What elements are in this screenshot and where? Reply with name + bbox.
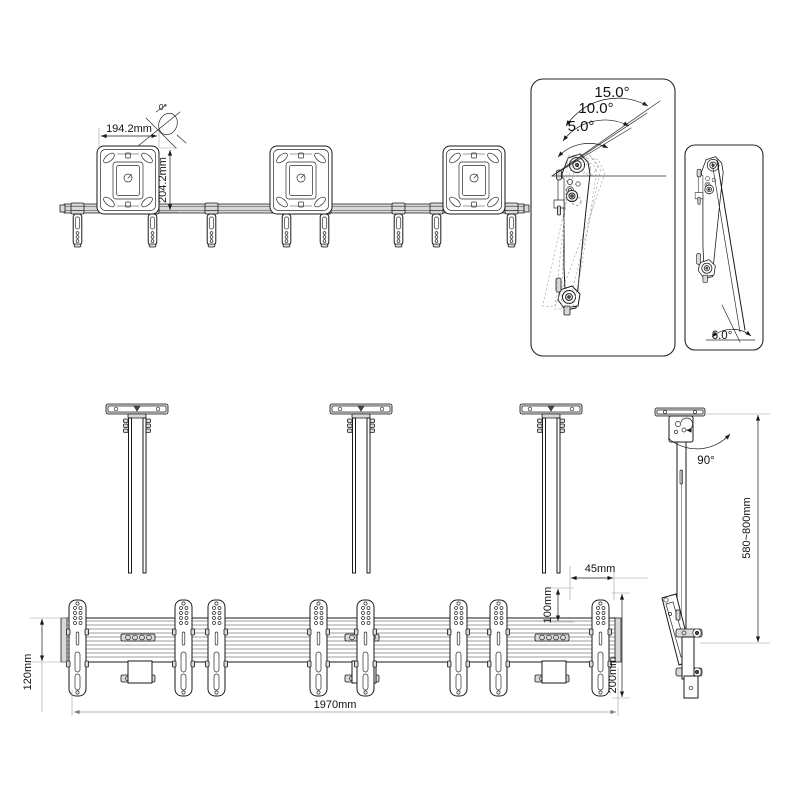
ceiling-mount xyxy=(519,403,583,574)
display-plate xyxy=(96,145,160,215)
angle-label-5: 5.0° xyxy=(568,118,595,135)
ceiling-mount xyxy=(105,403,169,574)
side-ceiling-plate xyxy=(654,407,706,443)
ceiling-mount xyxy=(329,403,393,574)
dimension-post-offset: 45mm xyxy=(569,563,648,600)
dimension-vesa-height: 204.2mm xyxy=(157,147,178,213)
view-top-front-elevation: 194.2mm 204.2mm 0° xyxy=(59,102,530,248)
vertical-post xyxy=(306,599,331,697)
pole-clamp xyxy=(120,633,156,642)
dimension-label-rail-height: 120mm xyxy=(22,654,34,691)
vertical-post xyxy=(353,599,378,697)
detail-marker-zero-degree: 0° xyxy=(137,102,187,149)
vertical-post xyxy=(446,599,471,697)
view-bottom-assembly: 120mm 1970mm 45mm 100mm xyxy=(22,403,648,716)
tilt-ghost-positions xyxy=(542,153,606,310)
top-bracket xyxy=(204,202,219,248)
bottom-main-rail xyxy=(60,617,622,663)
angle-arc-90: 90° xyxy=(667,433,731,467)
dimension-vesa-width: 194.2mm xyxy=(98,123,160,148)
dimension-rail-height: 120mm xyxy=(22,617,68,712)
view-bottom-side-elevation: 90° xyxy=(654,407,770,699)
panel-tilt-detail: 15.0° 10.0° 5.0° xyxy=(530,78,676,357)
vertical-post xyxy=(486,599,511,697)
detail-marker-label: 0° xyxy=(159,102,167,112)
display-plate xyxy=(269,145,333,215)
top-bracket xyxy=(70,202,85,248)
pole-clamp xyxy=(534,633,570,642)
ceiling-mount-group xyxy=(105,403,583,574)
angle-label-10: 10.0° xyxy=(578,100,613,117)
dimension-label-vesa-height: 204.2mm xyxy=(157,157,169,203)
vertical-post xyxy=(65,599,90,697)
dimension-drop-height: 580~800mm xyxy=(700,413,770,644)
dimension-label-post-offset: 45mm xyxy=(585,563,616,575)
angle-label-15: 15.0° xyxy=(594,84,629,101)
vertical-post xyxy=(204,599,229,697)
angle-arcs xyxy=(551,97,667,177)
top-bracket xyxy=(504,202,519,248)
panel-side-detail: 6.0° xyxy=(684,144,764,351)
top-bracket xyxy=(391,202,406,248)
angle-label-6: 6.0° xyxy=(712,330,733,342)
dimension-post-lower: 200mm xyxy=(607,592,630,699)
dimension-label-drop-height: 580~800mm xyxy=(741,497,753,558)
dimension-label-vesa-width: 194.2mm xyxy=(106,123,152,135)
dimension-label-post-lower: 200mm xyxy=(607,657,619,694)
angle-arc-6 xyxy=(705,304,756,343)
dimension-post-upper: 100mm xyxy=(542,587,574,624)
top-bracket xyxy=(429,202,444,248)
dimension-overall-width: 1970mm xyxy=(71,668,619,716)
display-plate xyxy=(442,145,506,215)
dimension-label-overall-width: 1970mm xyxy=(314,699,357,711)
side-display-bracket xyxy=(661,593,703,699)
angle-label-90: 90° xyxy=(697,455,714,467)
panel-side-border xyxy=(684,144,764,351)
vertical-post xyxy=(171,599,196,697)
dimension-label-post-upper: 100mm xyxy=(542,587,554,624)
panel-tilt-border xyxy=(530,78,676,357)
